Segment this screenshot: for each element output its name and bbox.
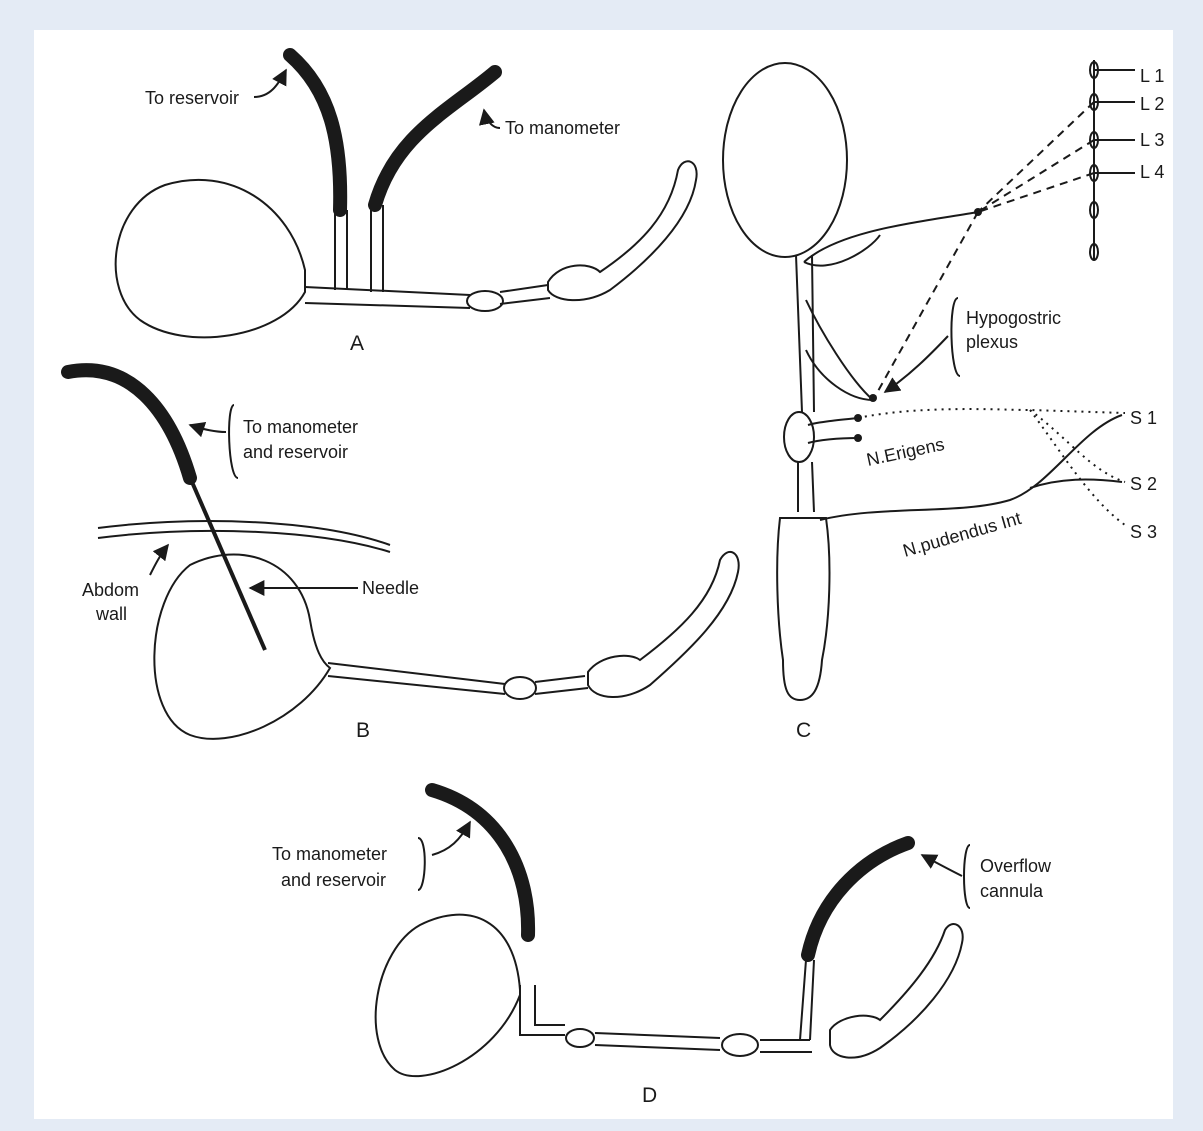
label-pudendus: N.pudendus Int [901, 508, 1024, 561]
penis-a [548, 161, 697, 300]
penis-b [588, 552, 739, 697]
brace-hypogastric [951, 298, 960, 376]
brace-d-right [964, 845, 970, 908]
prostate-c [784, 412, 814, 462]
manometer-cannula-a [371, 205, 383, 292]
brace-d-left [418, 838, 425, 890]
label-to-reservoir: To reservoir [145, 88, 239, 108]
lumbar-tick-lines [1094, 70, 1135, 173]
arrow-abdom-wall [150, 545, 168, 575]
label-needle: Needle [362, 578, 419, 598]
label-l2: L 2 [1140, 94, 1164, 114]
panel-b: To manometer and reservoir Abdom wall Ne… [68, 370, 739, 742]
arrow-to-manometer [484, 110, 500, 128]
penis-c [777, 518, 829, 700]
urethra-a [305, 285, 550, 308]
label-l3: L 3 [1140, 130, 1164, 150]
brace-b [229, 405, 238, 478]
label-to-manometer: To manometer [505, 118, 620, 138]
arrow-hypogastric [885, 336, 948, 392]
overflow-tube-d [808, 843, 908, 955]
arrow-to-manometer-d [432, 822, 470, 855]
label-l1: L 1 [1140, 66, 1164, 86]
label-s2: S 2 [1130, 474, 1157, 494]
reservoir-tube-d [432, 790, 528, 935]
bladder-b [154, 554, 330, 738]
label-s1: S 1 [1130, 408, 1157, 428]
needle [192, 482, 265, 650]
reservoir-cannula-a [335, 210, 347, 290]
penis-d [830, 924, 963, 1058]
panel-letter-d: D [642, 1084, 657, 1107]
arrow-overflow [922, 855, 962, 876]
arrow-to-manometer-b [190, 425, 226, 432]
manometer-tube-b [68, 370, 190, 478]
reservoir-tube-a [290, 55, 340, 210]
prostate-b [504, 677, 536, 699]
bladder-a [116, 180, 305, 338]
label-to-manometer-b: To manometer [243, 417, 358, 437]
nerve-erigens [858, 409, 1125, 525]
label-overflow: Overflow [980, 856, 1052, 876]
prostate-d [722, 1034, 758, 1056]
panel-letter-a: A [350, 332, 364, 355]
pelvic-ganglion-2 [854, 434, 862, 442]
prostate-a [467, 291, 503, 311]
urethra-d [520, 985, 812, 1052]
label-and-reservoir-d: and reservoir [281, 870, 386, 890]
label-s3: S 3 [1130, 522, 1157, 542]
label-l4: L 4 [1140, 162, 1164, 182]
cannula-joint-d [566, 1029, 594, 1047]
overflow-cannula-d [800, 960, 814, 1040]
manometer-tube-a [375, 72, 495, 205]
label-plexus: plexus [966, 332, 1018, 352]
arrow-to-reservoir [254, 70, 286, 97]
lumbar-splanchnic-lines [873, 102, 1094, 400]
panel-letter-c: C [796, 719, 811, 742]
label-erigens: N.Erigens [865, 434, 946, 470]
label-cannula: cannula [980, 881, 1044, 901]
bladder-d [376, 915, 520, 1076]
urethra-c [796, 255, 814, 512]
label-hypogastric: Hypogostric [966, 308, 1061, 328]
nerve-pudendus [820, 415, 1122, 520]
abdominal-wall [98, 521, 390, 552]
panel-d: To manometer and reservoir Overflow cann… [272, 790, 1052, 1107]
urethra-b [328, 663, 588, 694]
label-to-manometer-d: To manometer [272, 844, 387, 864]
panel-a: To reservoir To manometer A [116, 55, 697, 355]
bladder-c [723, 63, 847, 257]
label-abdom: Abdom [82, 580, 139, 600]
panel-c: L 1 L 2 L 3 L 4 S 1 S 2 S 3 Hypogostric … [723, 60, 1164, 742]
label-wall: wall [95, 604, 127, 624]
label-and-reservoir-b: and reservoir [243, 442, 348, 462]
panel-letter-b: B [356, 719, 370, 742]
